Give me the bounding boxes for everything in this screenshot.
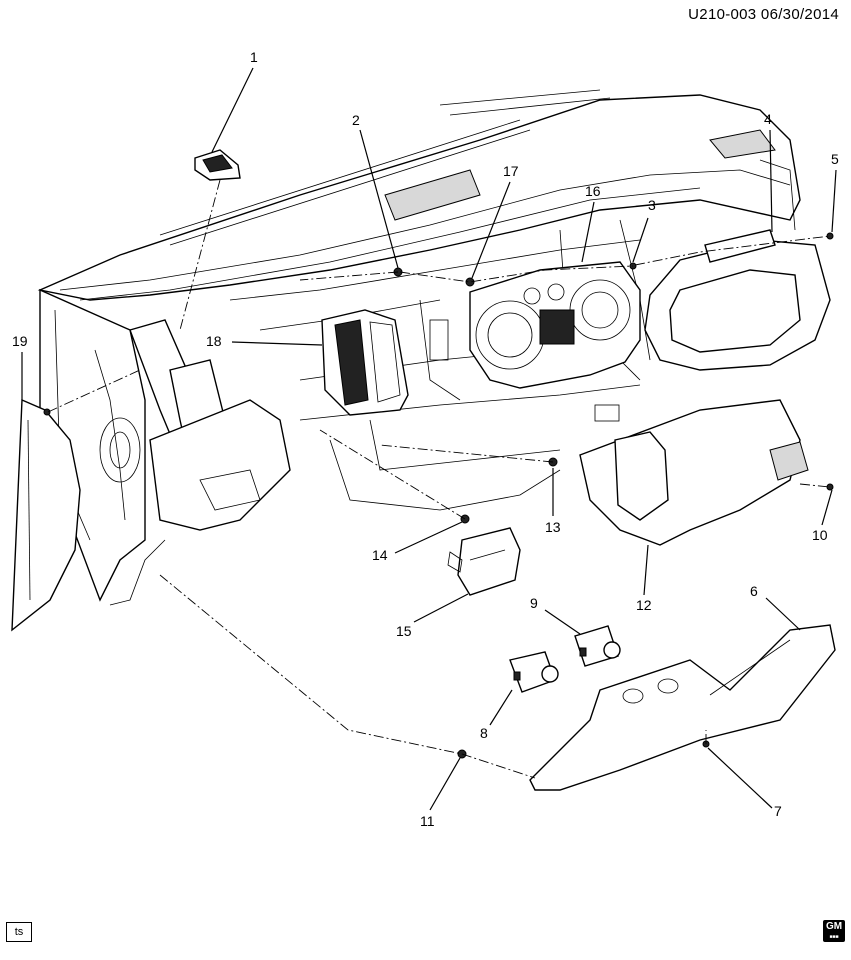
callout-7: 7 — [774, 803, 782, 819]
callout-8: 8 — [480, 725, 488, 741]
leader-lines — [21, 67, 837, 811]
callout-5: 5 — [831, 151, 839, 167]
gm-logo-underline: ■■■ — [829, 934, 839, 940]
callout-10: 10 — [812, 527, 828, 543]
callout-16: 16 — [585, 183, 601, 199]
callout-3: 3 — [648, 197, 656, 213]
part-18-air-outlet — [321, 309, 409, 416]
fastener-17 — [465, 277, 475, 287]
part-19-side-end-panel — [11, 398, 81, 632]
part-16-instrument-cluster — [469, 261, 641, 389]
callout-6: 6 — [750, 583, 758, 599]
assembly-lines — [47, 179, 831, 779]
gm-logo-text: GM — [825, 921, 843, 932]
instrument-panel-body — [37, 89, 801, 606]
callout-2: 2 — [352, 112, 360, 128]
part-9-switch — [574, 625, 621, 667]
callout-15: 15 — [396, 623, 412, 639]
part-15-small-cover — [447, 527, 521, 596]
callout-18: 18 — [206, 333, 222, 349]
callout-13: 13 — [545, 519, 561, 535]
fastener-19-clip — [43, 408, 51, 416]
callout-4: 4 — [764, 111, 772, 127]
callout-19: 19 — [12, 333, 28, 349]
fasteners — [43, 232, 834, 759]
fastener-10 — [826, 483, 834, 491]
callout-12: 12 — [636, 597, 652, 613]
fastener-5 — [826, 232, 834, 240]
callout-labels: 1 2 3 4 5 6 7 8 9 10 11 12 13 14 15 16 1… — [12, 49, 839, 829]
part-12-column-cover — [579, 399, 809, 546]
ts-label-box: ts — [6, 922, 32, 942]
gm-logo: GM ■■■ — [823, 920, 845, 942]
callout-14: 14 — [372, 547, 388, 563]
callout-11: 11 — [420, 813, 435, 829]
part-1-speaker-grille — [194, 149, 241, 181]
callout-17: 17 — [503, 163, 519, 179]
part-4-cluster-bezel — [644, 229, 831, 371]
part-8-switch — [509, 651, 559, 693]
callout-1: 1 — [250, 49, 258, 65]
callout-9: 9 — [530, 595, 538, 611]
part-6-lower-trim-panel — [529, 624, 836, 791]
diagram-reference-id: U210-003 06/30/2014 — [688, 6, 839, 23]
